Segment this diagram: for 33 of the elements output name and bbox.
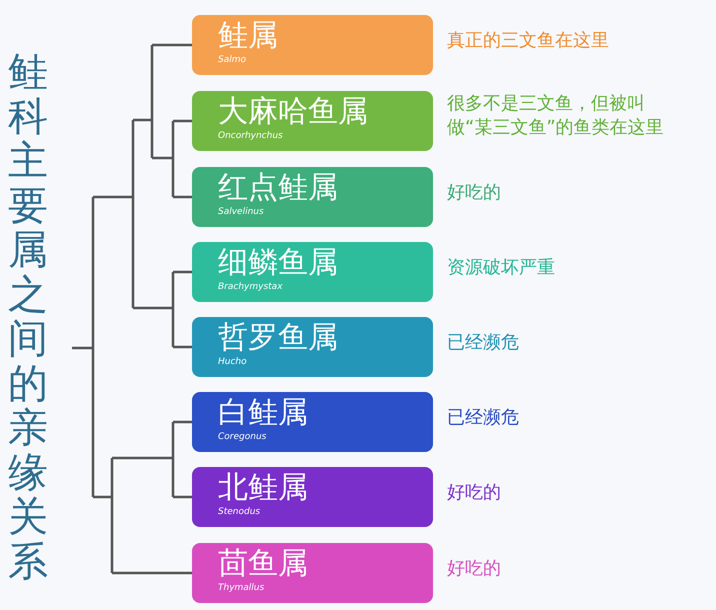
scientific-name: Hucho — [218, 356, 248, 368]
genus-name: 茴鱼属 — [218, 546, 309, 582]
genus-name: 红点鲑属 — [218, 170, 339, 206]
genus-name: 鲑属 — [218, 18, 279, 54]
genus-name: 细鳞鱼属 — [218, 245, 339, 281]
genus-box — [192, 467, 433, 527]
note: 已经濒危 — [447, 406, 520, 430]
genus-box — [192, 167, 433, 227]
note: 资源破坏严重 — [447, 256, 556, 280]
genus-box — [192, 543, 433, 603]
scientific-name: Brachymystax — [218, 281, 284, 293]
genus-box — [192, 91, 433, 151]
scientific-name: Thymallus — [218, 582, 266, 594]
note: 已经濒危 — [447, 331, 520, 355]
scientific-name: Coregonus — [218, 431, 268, 443]
title: 鲑科主要属之间的亲缘关系 — [8, 50, 49, 584]
genus-name: 白鲑属 — [218, 395, 309, 431]
scientific-name: Salmo — [218, 54, 248, 66]
note: 好吃的 — [447, 181, 502, 205]
genus-name: 北鲑属 — [218, 470, 309, 506]
scientific-name: Salvelinus — [218, 206, 265, 218]
genus-name: 哲罗鱼属 — [218, 320, 339, 356]
genus-box — [192, 242, 433, 302]
scientific-name: Stenodus — [218, 506, 262, 518]
note: 真正的三文鱼在这里 — [447, 29, 610, 53]
genus-box — [192, 317, 433, 377]
note: 好吃的 — [447, 481, 502, 505]
genus-name: 大麻哈鱼属 — [218, 94, 369, 130]
genus-box — [192, 392, 433, 452]
note: 很多不是三文鱼，但被叫做“某三文鱼”的鱼类在这里 — [447, 92, 665, 140]
note: 好吃的 — [447, 557, 502, 581]
genus-box — [192, 15, 433, 75]
scientific-name: Oncorhynchus — [218, 130, 284, 142]
